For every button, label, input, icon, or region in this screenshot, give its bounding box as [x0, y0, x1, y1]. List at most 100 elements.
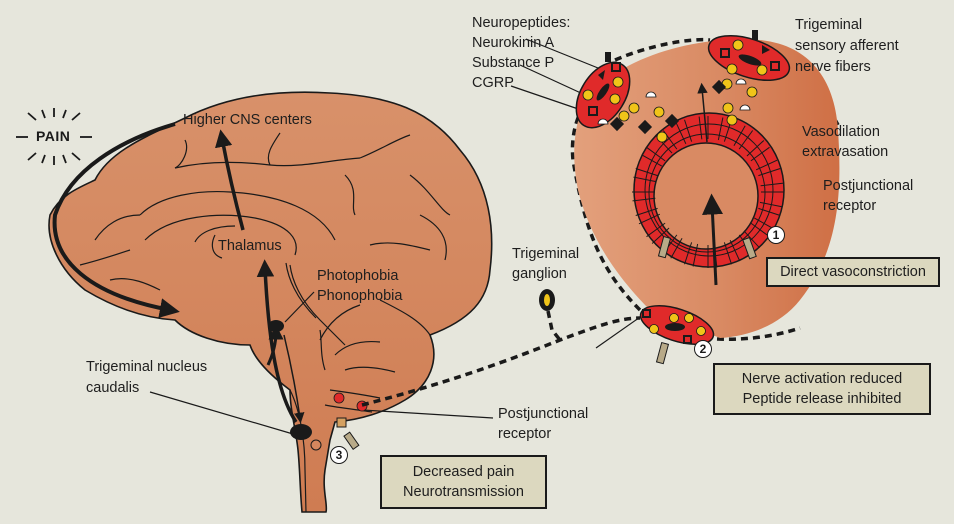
small-node: [310, 439, 322, 451]
vessel-cell-wall: [635, 207, 658, 216]
vessel-cell-wall: [635, 168, 658, 177]
vessel-cell-wall: [684, 242, 693, 265]
arrow-to-higher-cns: [52, 122, 180, 318]
vesicle: [722, 102, 734, 114]
brain-outline: [48, 91, 493, 513]
vasoconstriction-arrow: [702, 193, 724, 286]
nerve-terminal-bottom: [639, 305, 715, 365]
neuropeptides-title: Neuropeptides:: [472, 15, 571, 31]
vessel-cell-wall: [750, 146, 770, 162]
vessel-cell-wall: [729, 239, 741, 262]
site-marker-2: 2: [694, 340, 712, 358]
vessel-cell-wall: [684, 119, 693, 142]
release-arrow: [697, 82, 708, 143]
vessel-cell-wall: [717, 117, 724, 141]
site-marker-3: 3: [330, 446, 348, 464]
vesicle: [618, 110, 630, 122]
decreased-pain-text-1: Decreased pain: [412, 464, 515, 480]
vessel-cell-wall: [750, 222, 770, 238]
nerve-activation-box: Nerve activation reduced Peptide release…: [713, 363, 931, 415]
vessel-cell-wall: [633, 176, 657, 183]
vessel-cell-wall: [758, 168, 781, 177]
vessel-cell-wall: [755, 159, 778, 171]
vessel-cell-wall: [760, 182, 784, 187]
photophobia-label: Photophobia: [317, 268, 399, 284]
vesicle: [653, 106, 665, 118]
vessel-cell-wall: [746, 140, 765, 157]
neuropeptide-neurokinin-a: Neurokinin A: [472, 35, 555, 51]
vessel-cell-wall: [646, 146, 666, 162]
peptide-fragment: [735, 78, 747, 85]
brain: [48, 91, 493, 513]
brain-gyri: [79, 132, 451, 413]
vessel-cell-wall: [743, 230, 760, 249]
vessel-cell-wall: [733, 125, 746, 147]
arrow-nucleus-to-thalamus: [256, 259, 298, 423]
postjunctional-vessel-label-2: receptor: [823, 198, 877, 214]
site-marker-1: 1: [767, 226, 785, 244]
vessel-cell-wall: [723, 242, 732, 265]
vessel-cell-wall: [698, 116, 703, 140]
trigeminal-nucleus-label-1: Trigeminal nucleus: [86, 359, 208, 375]
trigeminal-afferent-label-1: Trigeminal: [795, 17, 863, 33]
postjunctional-vessel-label-1: Postjunctional: [823, 178, 914, 194]
arrow-to-photophobia-node: [266, 324, 284, 366]
nerve-activation-text-2: Peptide release inhibited: [742, 391, 902, 407]
pain-burst-icon: [16, 108, 92, 165]
vessel-cell-wall: [651, 227, 670, 244]
vesicle: [726, 114, 738, 126]
photophobia-node: [268, 320, 284, 332]
vesicle: [656, 131, 668, 143]
pain-pathway-arrows: [52, 122, 305, 424]
postjunctional-brain-label-2: receptor: [498, 426, 552, 442]
arrow-descending: [283, 334, 305, 424]
receptor-square: [336, 417, 347, 428]
trigeminal-ganglion-label-1: Trigeminal: [512, 246, 580, 262]
vessel-cell-wall: [638, 213, 661, 225]
vessel-cell-wall: [632, 197, 656, 202]
vessel-cell-wall: [675, 122, 687, 145]
higher-cns-label: Higher CNS centers: [183, 112, 312, 128]
vessel-receptor-post-left: [657, 235, 672, 259]
vesicle: [746, 86, 758, 98]
arrow-thalamus-to-cns: [215, 129, 245, 231]
nerve-activation-text-1: Nerve activation reduced: [741, 371, 903, 387]
vasodilation-label-2: extravasation: [802, 144, 889, 160]
peptide-molecule: [664, 113, 680, 129]
nerve-terminal-left: [575, 52, 631, 129]
trigeminal-nucleus-caudalis-node: [290, 424, 312, 440]
direct-vasoconstriction-box: Direct vasoconstriction: [766, 257, 940, 287]
vessel-cell-wall: [670, 237, 683, 259]
peptide-molecule: [609, 116, 625, 132]
postjunctional-brain-label-1: Postjunctional: [498, 406, 589, 422]
neuropeptide-cgrp: CGRP: [472, 75, 514, 91]
vessel-cell-wall: [758, 207, 781, 216]
peptide-molecule: [637, 119, 653, 135]
nerve-terminal-right: [707, 30, 791, 81]
peptide-fragment: [739, 104, 751, 111]
decreased-pain-box: Decreased pain Neurotransmission: [380, 455, 547, 509]
direct-vasoconstriction-text: Direct vasoconstriction: [780, 264, 926, 280]
vessel-cell-wall: [646, 222, 666, 238]
phonophobia-label: Phonophobia: [317, 288, 403, 304]
trigeminal-nucleus-label-2: caudalis: [86, 380, 140, 396]
vasodilation-label-1: Vasodilation: [802, 124, 880, 140]
vessel-cell-wall: [738, 130, 754, 150]
trigeminal-afferent-label-2: sensory afferent: [795, 38, 899, 54]
vessel-cell-wall: [759, 201, 783, 208]
receptor-post-3: [343, 431, 360, 450]
pain-label: PAIN: [36, 128, 71, 144]
released-neuropeptides: [597, 78, 758, 143]
peptide-fragment: [597, 118, 609, 125]
vessel-cell-wall: [641, 154, 663, 167]
trigeminal-afferent-label-3: nerve fibers: [795, 59, 871, 75]
vessel-cell-wall: [692, 243, 699, 267]
vessel-receptor-post-right: [742, 236, 757, 260]
blood-vessel: [632, 112, 785, 268]
peptide-fragment: [645, 91, 657, 98]
peptide-molecule: [711, 79, 727, 95]
thalamus-label: Thalamus: [218, 238, 282, 254]
neuropeptide-substance-p: Substance P: [472, 55, 555, 71]
receptor-site-red-1: [333, 392, 345, 404]
